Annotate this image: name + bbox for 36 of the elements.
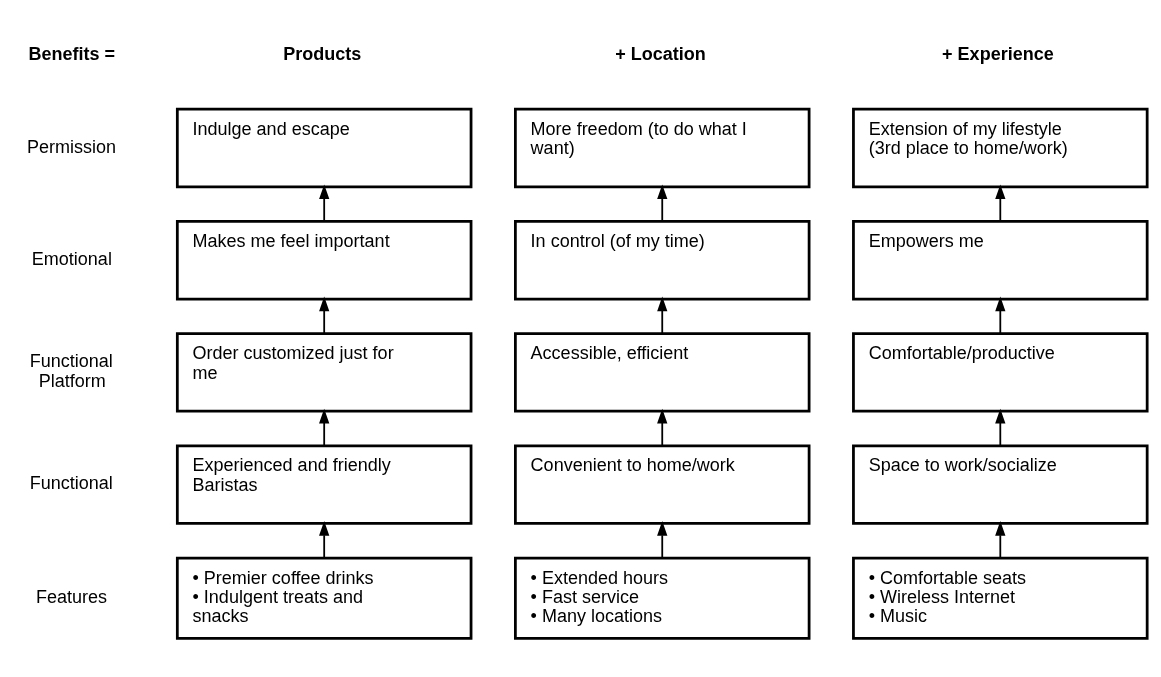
node-box: Convenient to home/work: [514, 444, 811, 525]
arrow: [995, 408, 1006, 447]
node-box: More freedom (to do what I want): [514, 107, 811, 189]
node-box: Empowers me: [852, 220, 1149, 301]
node-box: Extension of my lifestyle (3rd place to home/work): [852, 107, 1149, 189]
label: Benefits =: [28, 43, 115, 64]
node-box: Experienced and friendly Baristas: [175, 444, 473, 525]
arrow: [319, 184, 330, 223]
arrow: [995, 521, 1006, 559]
node-box: • Premier coffee drinks • Indulgent treats and snacks: [175, 556, 473, 640]
label: Functional Platform: [29, 351, 113, 391]
arrow: [657, 521, 668, 559]
label: Functional: [29, 473, 113, 494]
arrow: [995, 184, 1006, 223]
node-box: Accessible, efficient: [514, 332, 811, 413]
label: Emotional: [31, 248, 112, 269]
arrow: [319, 408, 330, 447]
label: + Experience: [942, 43, 1054, 64]
node-box: Makes me feel important: [175, 220, 473, 301]
arrow: [657, 408, 668, 447]
arrow: [657, 296, 668, 335]
arrow: [319, 296, 330, 335]
label: + Location: [615, 43, 706, 64]
arrow: [995, 296, 1006, 335]
arrow: [657, 184, 668, 223]
label: Features: [36, 586, 108, 607]
node-box: Indulge and escape: [175, 107, 473, 189]
arrow: [319, 521, 330, 559]
node-box: • Comfortable seats • Wireless Internet • Music: [852, 556, 1149, 640]
node-box: Comfortable/productive: [852, 332, 1149, 413]
node-box: In control (of my time): [514, 220, 811, 301]
label: Permission: [27, 136, 117, 157]
node-box: Space to work/socialize: [852, 444, 1149, 525]
label: Products: [283, 43, 362, 64]
node-box: Order customized just for me: [175, 332, 473, 413]
node-box: • Extended hours • Fast service • Many locations: [514, 556, 811, 640]
